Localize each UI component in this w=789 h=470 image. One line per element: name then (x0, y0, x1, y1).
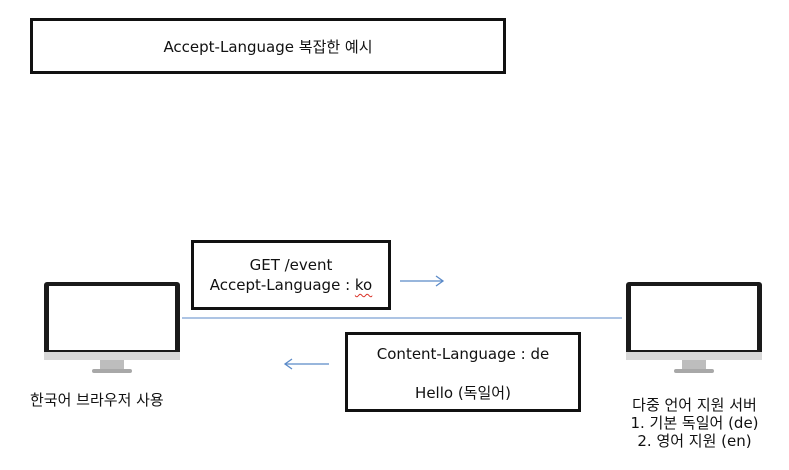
response-arrow (283, 358, 329, 370)
request-arrow (400, 275, 445, 287)
server-item-2: 2. 영어 지원 (en) (637, 432, 752, 450)
server-caption: 다중 언어 지원 서버 1. 기본 독일어 (de) 2. 영어 지원 (en) (612, 396, 777, 450)
request-header-name: Accept-Language : (209, 276, 355, 294)
response-box: Content-Language : de Hello (독일어) (345, 332, 581, 412)
title-box: Accept-Language 복잡한 예시 (30, 18, 506, 74)
response-body: Hello (독일어) (415, 384, 511, 402)
client-monitor-icon (44, 282, 180, 373)
diagram-title: Accept-Language 복잡한 예시 (163, 37, 373, 56)
client-label: 한국어 브라우저 사용 (30, 391, 164, 409)
request-box: GET /event Accept-Language : ko (191, 240, 391, 310)
request-header-value: ko (354, 276, 373, 294)
response-header: Content-Language : de (376, 345, 550, 363)
server-label: 다중 언어 지원 서버 (632, 396, 757, 414)
request-header: Accept-Language : ko (210, 275, 373, 295)
request-line: GET /event (249, 256, 333, 274)
server-monitor-icon (626, 282, 762, 373)
server-item-1: 1. 기본 독일어 (de) (630, 414, 759, 432)
